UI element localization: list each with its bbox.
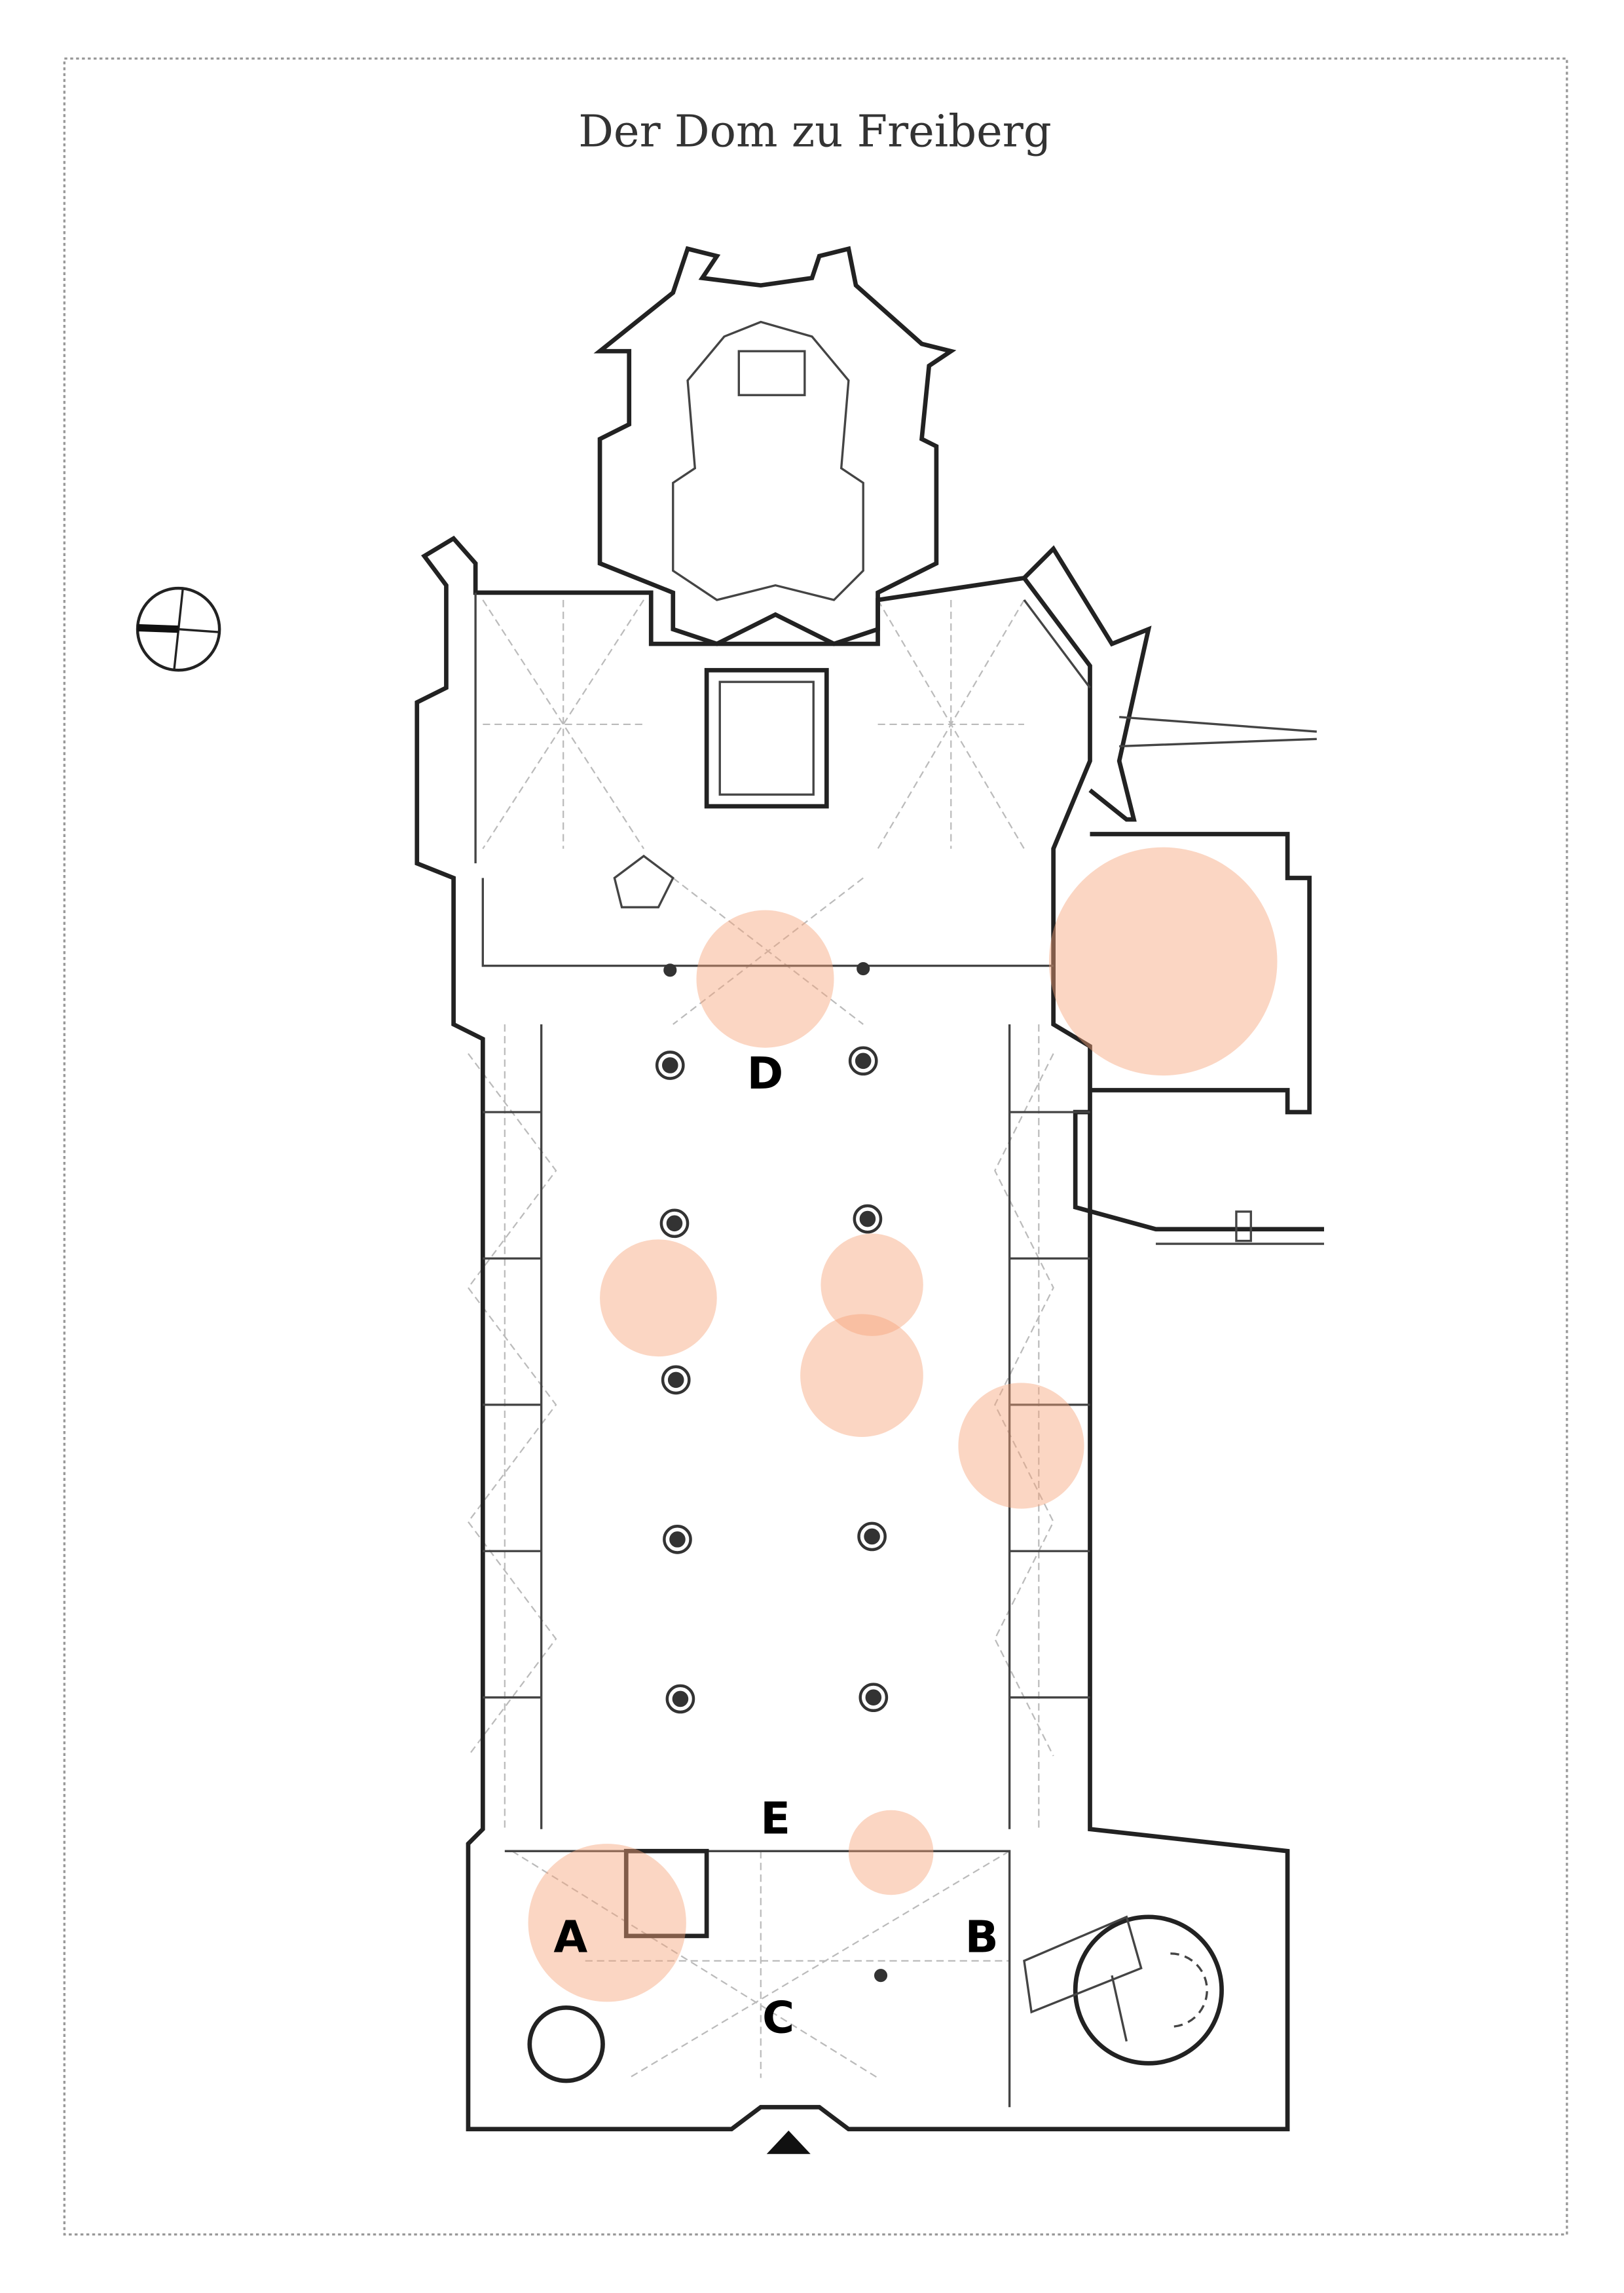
highlight-circle (821, 1233, 923, 1336)
marker-a: A (553, 1911, 587, 1962)
highlight-circle (848, 1810, 934, 1895)
highlight-circle (958, 1383, 1084, 1509)
marker-e: E (760, 1793, 790, 1844)
vault-ribs (467, 599, 1054, 2079)
page-border (63, 57, 1568, 2236)
pillars (655, 961, 889, 1983)
cathedral-floor-plan (415, 246, 1324, 2132)
highlight-circle (696, 910, 834, 1048)
entrance-triangle-icon (766, 2131, 811, 2154)
highlight-areas (528, 847, 1278, 2002)
highlight-circle (600, 1239, 717, 1357)
highlight-circle (1048, 847, 1278, 1076)
marker-d: D (747, 1048, 784, 1099)
highlight-circle (528, 1844, 686, 2002)
compass-icon (136, 586, 221, 672)
highlight-circle (800, 1314, 923, 1437)
marker-b: B (965, 1911, 999, 1962)
marker-c: C (762, 1992, 794, 2043)
plan-title: Der Dom zu Freiberg (578, 105, 1052, 157)
